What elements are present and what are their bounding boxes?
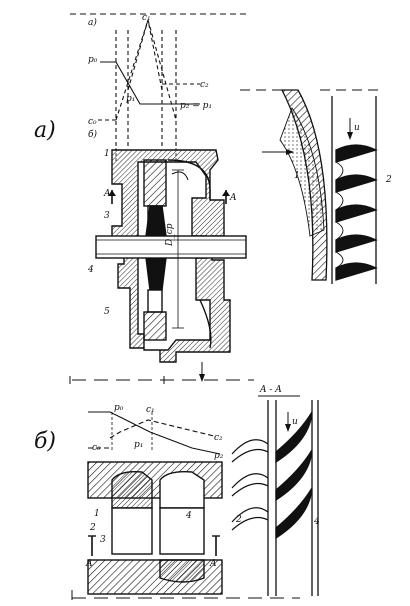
top-panel-baseline [69,376,254,384]
label-bottom-arrow-a-left: A [85,559,93,569]
top-reference-lines [70,13,378,91]
top-blade-cascade [262,89,378,284]
top-rotor-blades [335,144,378,281]
label-top-p0: p₀ [88,55,98,65]
label-bottom-pos-2: 2 [89,523,96,533]
label-top-pos-4: 4 [87,265,94,275]
label-bottom-arrow-a-right: A [209,559,217,569]
label-bottom-pos-3: 3 [100,535,106,545]
bottom-panel-baseline [71,590,300,600]
top-turbine-section [95,148,247,382]
panel-letter-bottom: б) [34,429,56,454]
label-top-c2: c₂ [200,80,209,90]
label-top-subgraph-b: б) [88,129,97,140]
label-top-c1: c₁ [142,13,151,23]
label-bottom-blade-pos-4: 4 [313,517,320,527]
label-bottom-velocity: u [292,417,298,427]
label-top-p1: p₁ [126,94,135,104]
label-bottom-c1: c₁ [146,405,155,415]
label-top-diameter: D_cp [165,223,175,247]
label-top-subgraph-a: а) [88,17,97,28]
label-top-blade-pos-1: 1 [294,171,300,181]
label-bottom-c0: c₀ [92,443,101,453]
label-top-velocity: u [354,123,360,133]
label-top-arrow-a-right: A [229,193,237,203]
label-bottom-p0: p₀ [114,403,124,413]
label-bottom-pos-1: 1 [94,509,100,519]
label-bottom-p1: p₁ [134,440,143,450]
bottom-turbine-section [87,461,223,595]
top-pressure-velocity-graph [98,18,200,148]
bottom-blade-cascade [231,395,319,596]
label-bottom-blade-pos-2: 2 [235,515,242,525]
label-top-blade-pos-2: 2 [385,175,392,185]
panel-top: а) а) c₁ p₀ c₂ p₁ p₂ = p₁ [34,13,392,384]
bottom-pressure-velocity-graph [88,411,221,455]
label-bottom-p2: p₂ [214,451,224,461]
label-top-pos-5: 5 [104,307,110,317]
label-bottom-pos-4: 4 [185,511,192,521]
label-top-p2-eq-p1: p₂ = p₁ [180,101,212,111]
label-top-c0: c₀ [88,117,97,127]
label-top-arrow-a-left: A [103,189,111,199]
label-top-pos-3: 3 [104,211,110,221]
panel-letter-top: а) [34,118,56,143]
panel-bottom: б) p₀ c₁ c₀ p₁ c₂ p₂ [34,385,320,600]
label-top-pos-1: 1 [104,149,110,159]
label-bottom-c2: c₂ [214,433,223,443]
label-bottom-section-title: A - A [259,385,282,395]
